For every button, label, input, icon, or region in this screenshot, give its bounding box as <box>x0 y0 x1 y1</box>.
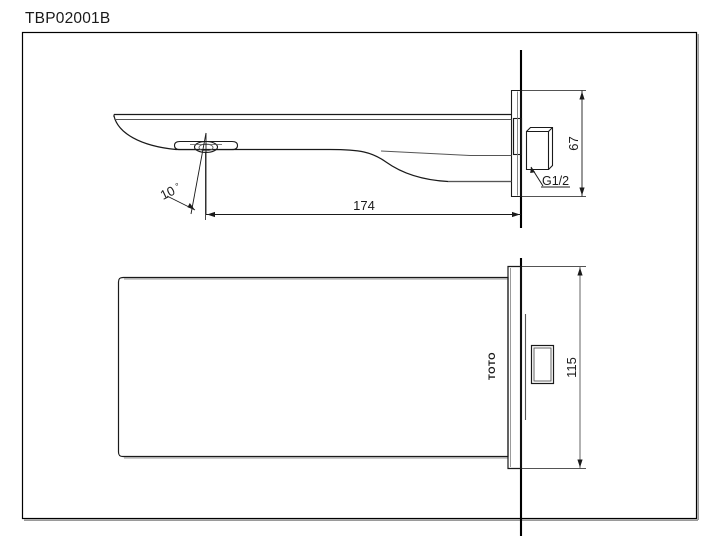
width-dimension-label: 115 <box>564 357 579 378</box>
dim-arrow-115-top <box>577 267 583 276</box>
angle-unit: ° <box>174 181 182 192</box>
brand-logo: TOTO <box>487 352 498 380</box>
height-dimension-label: 67 <box>566 136 581 150</box>
border-rect <box>21 31 698 520</box>
aerator-axis-slanted <box>190 132 207 215</box>
nipple-plan-inner <box>533 347 552 382</box>
dim-arrow-67-bottom <box>579 187 585 196</box>
escutcheon-elevation <box>510 89 522 198</box>
nipple-body <box>525 130 550 171</box>
page-title: TBP02001B <box>25 10 111 27</box>
projection-dimension-174 <box>205 152 521 220</box>
width-dimension-115 <box>510 266 586 469</box>
thread-nipple <box>525 126 554 171</box>
spout-underside-curve <box>113 115 512 183</box>
dim-arrow-115-bottom <box>577 459 583 468</box>
spout-inner-sliver <box>380 150 512 156</box>
nipple-plan-outer <box>530 344 555 385</box>
spout-body-elevation <box>113 113 512 183</box>
angle-value: 10 <box>158 183 178 203</box>
aerator-outer-ring <box>173 140 239 151</box>
side-elevation-view: G1/2 67 <box>113 50 586 228</box>
dim-arrow-67-top <box>579 91 585 100</box>
escutcheon-plan <box>507 265 522 470</box>
thread-callout-leader <box>530 166 570 188</box>
thread-callout-label: G1/2 <box>542 174 569 188</box>
leader-arrow-g12 <box>530 167 536 173</box>
plan-view: TOTO 115 <box>117 258 586 536</box>
dim-arrow-174-left <box>207 211 215 218</box>
spout-angle-label: 10° <box>158 180 184 203</box>
drawing-border <box>21 31 700 522</box>
thread-nipple-plan <box>530 344 555 385</box>
projection-dimension-label: 174 <box>353 198 375 213</box>
spout-plan-outline <box>117 276 509 458</box>
wall-plate-elevation <box>512 117 523 156</box>
escutcheon-body <box>510 89 522 198</box>
angle-leader-arrow <box>187 203 195 210</box>
escutcheon-plan-body <box>507 265 522 470</box>
height-dimension-67 <box>513 90 586 197</box>
nipple-corner-edge <box>548 127 553 132</box>
dim-arrow-174-right <box>512 211 520 218</box>
spout-angle-marker <box>166 132 207 215</box>
